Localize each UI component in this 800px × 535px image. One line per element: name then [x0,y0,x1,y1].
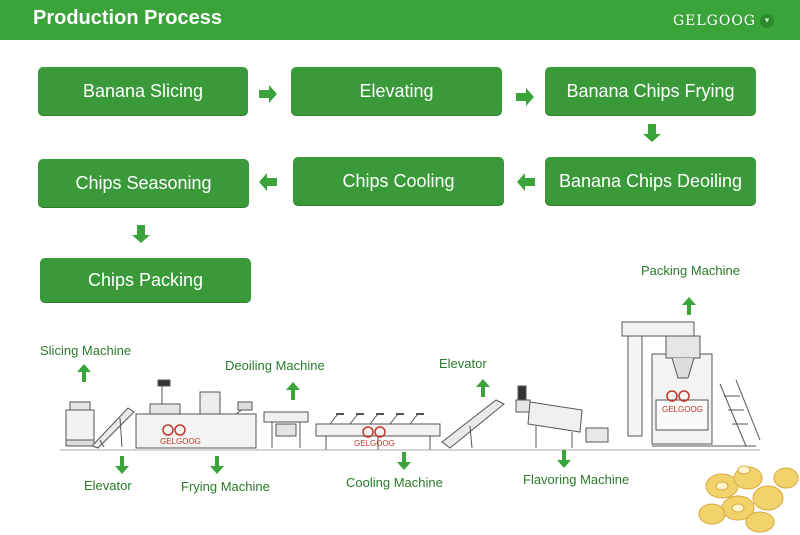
arrow-up-icon [476,379,490,397]
step-chips-seasoning: Chips Seasoning [38,159,249,207]
arrow-up-icon [682,297,696,315]
brand-name: GELGOOG [672,13,756,29]
step-banana-chips-frying: Banana Chips Frying [545,67,756,115]
label-elevator-2: Elevator [439,356,487,371]
label-packing-machine: Packing Machine [641,263,740,278]
label-flavoring-machine: Flavoring Machine [523,472,630,487]
arrow-left-icon [259,173,277,191]
arrow-up-icon [77,364,91,382]
arrow-down-icon [397,452,411,470]
step-chips-packing: Chips Packing [40,258,251,302]
arrow-down-icon [132,225,150,243]
arrow-right-icon [259,85,277,103]
arrow-left-icon [517,173,535,191]
label-slicing-machine: Slicing Machine [40,343,132,358]
label-cooling-machine: Cooling Machine [346,475,443,490]
arrow-down-icon [210,456,224,474]
banana-chips-image [698,465,799,533]
step-banana-slicing: Banana Slicing [38,67,248,115]
logo-text: GELGOOG [662,405,703,414]
label-elevator-1: Elevator [84,478,132,493]
logo-text: GELGOOG [160,437,201,446]
logo-text: GELGOOG [354,439,395,448]
page-title: Production Process [33,7,222,29]
step-banana-chips-deoiling: Banana Chips Deoiling [545,157,756,205]
chevron-down-icon[interactable]: ▾ [760,14,774,28]
arrow-down-icon [115,456,129,474]
label-frying-machine: Frying Machine [181,479,270,494]
arrow-down-icon [643,124,661,142]
step-chips-cooling: Chips Cooling [293,157,504,205]
gelgoog-logo: GELGOOG GELGOOG GELGOOG [160,390,703,448]
arrow-up-icon [286,382,300,400]
step-elevating: Elevating [291,67,502,115]
arrow-down-icon [557,450,571,468]
arrow-right-icon [516,88,534,106]
header-bar: Production Process GELGOOG ▾ [0,0,800,40]
label-deoiling-machine: Deoiling Machine [225,358,325,373]
